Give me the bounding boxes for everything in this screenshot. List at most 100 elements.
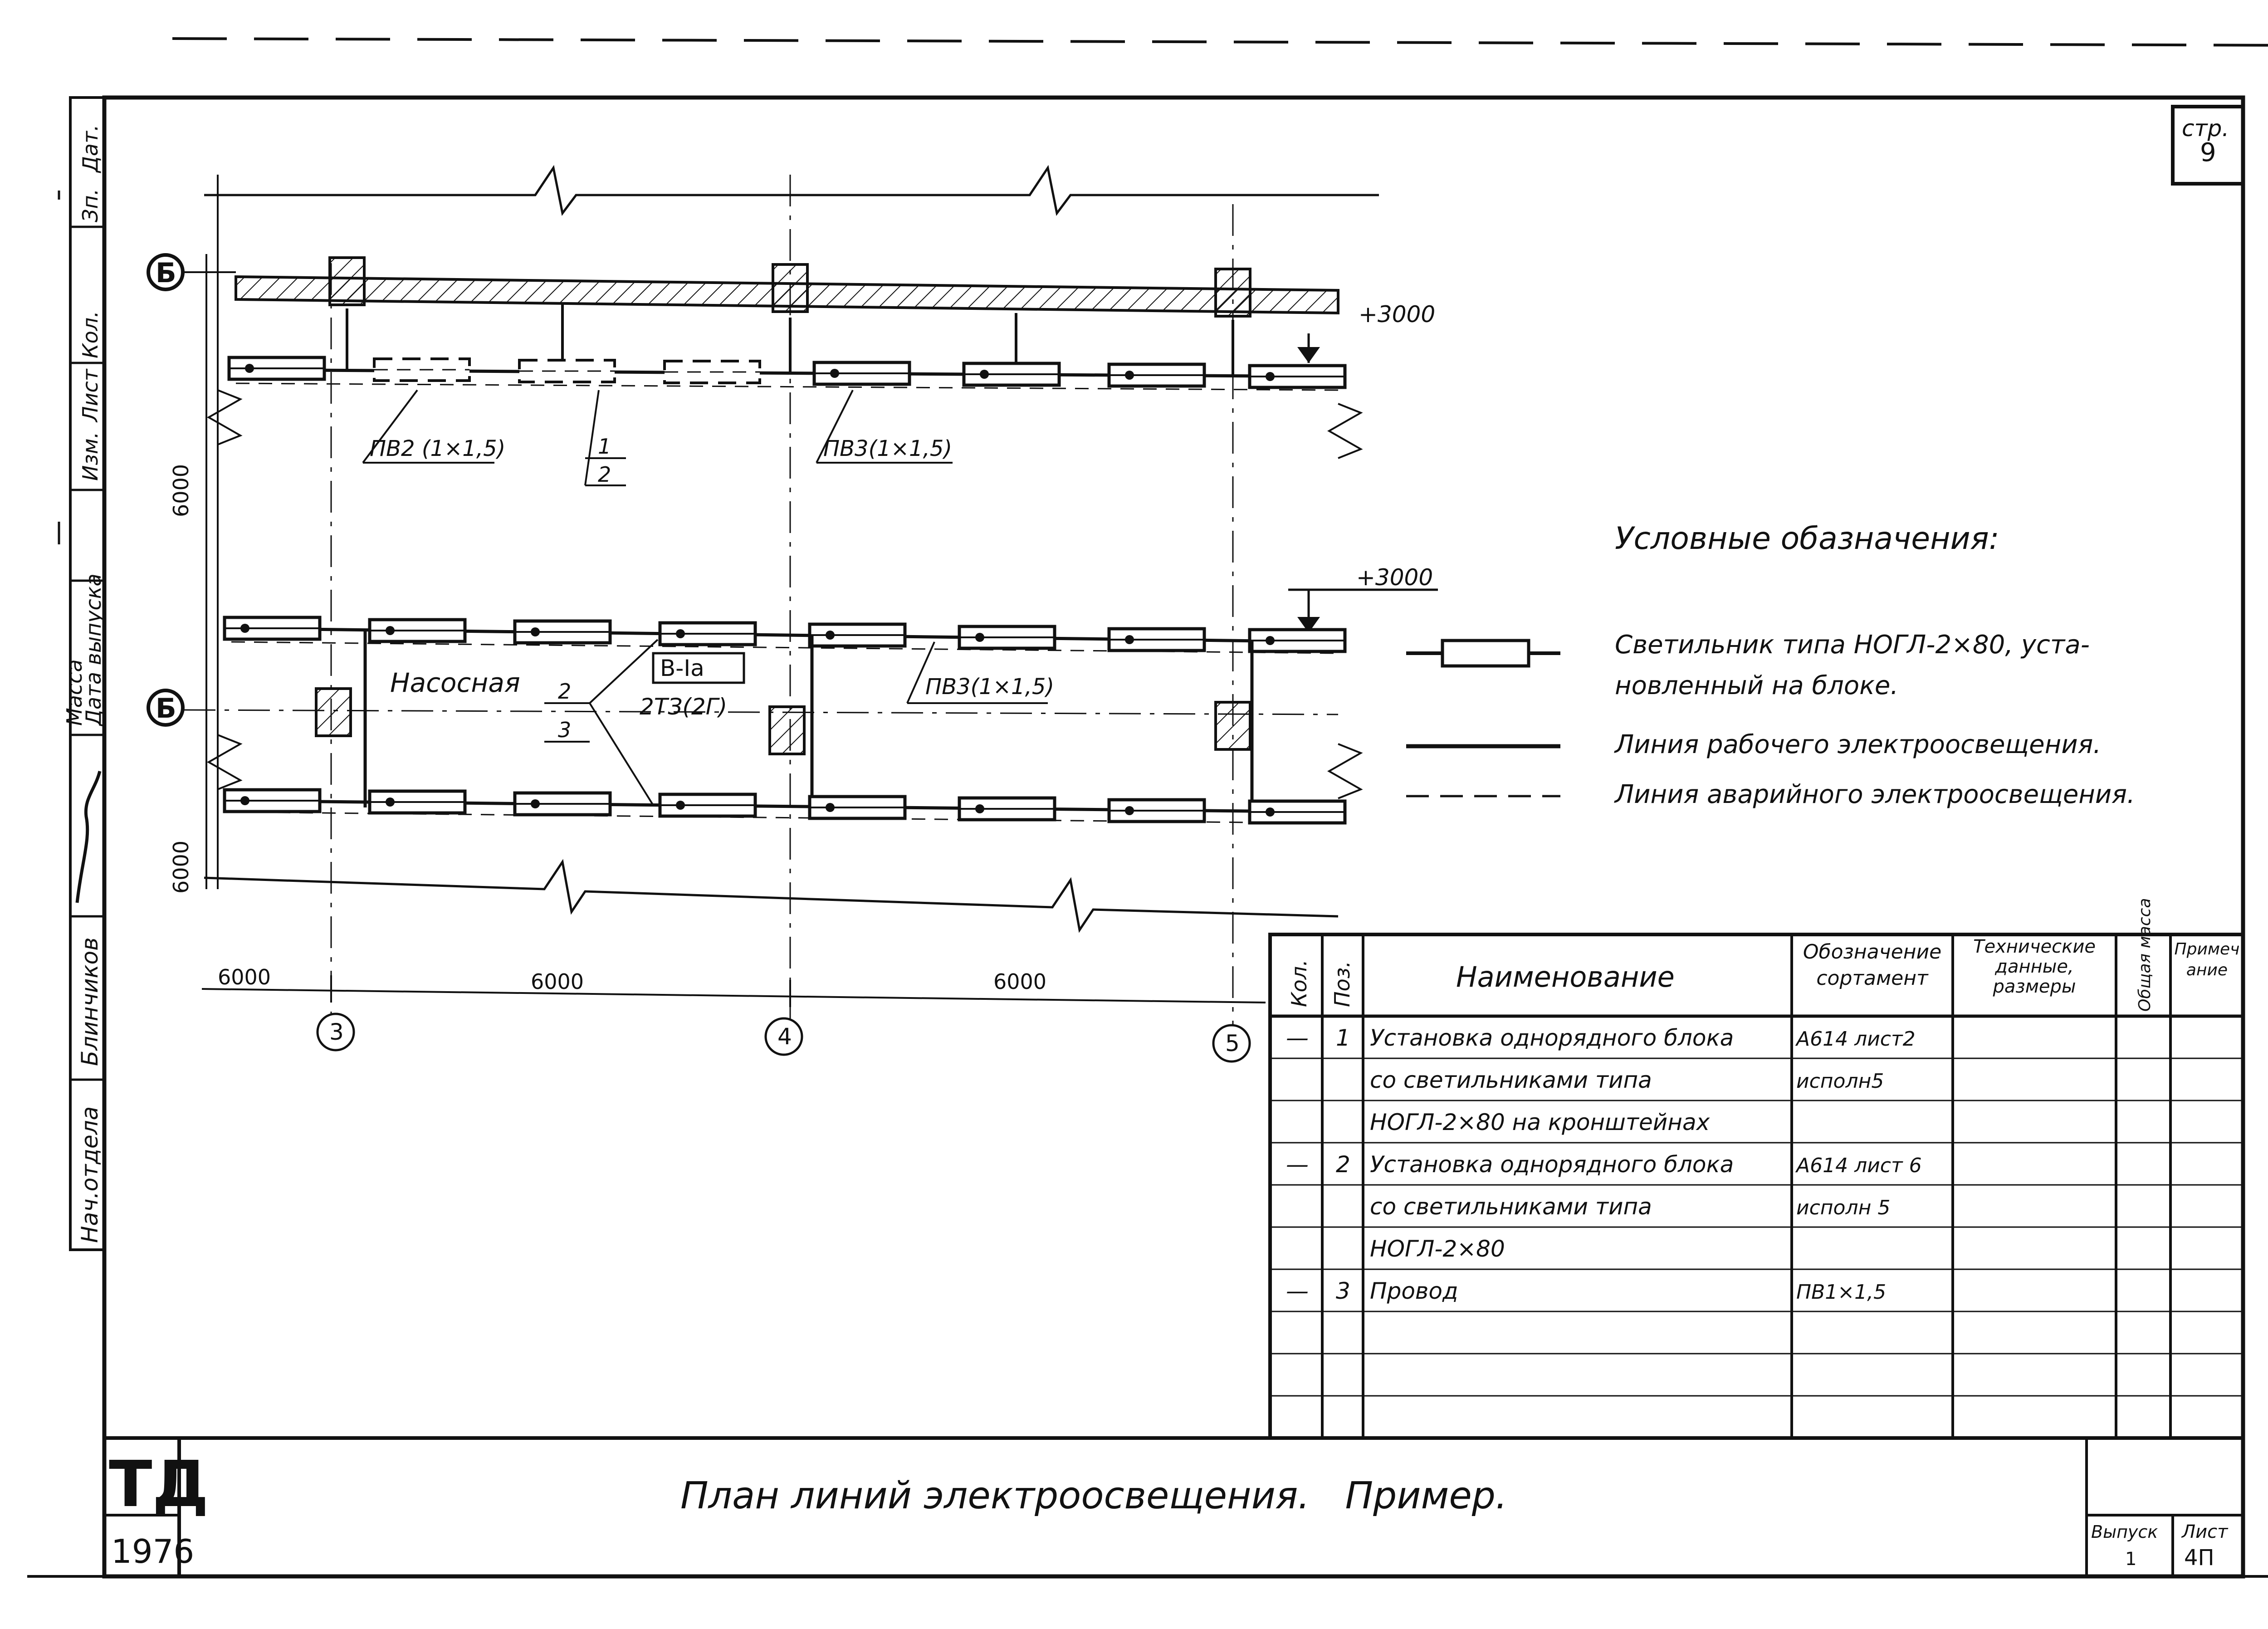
axis-column-4: 4 [777, 1023, 792, 1050]
fixture-low-4 [660, 794, 755, 816]
spec-cell-name: Провод [1370, 1278, 1458, 1304]
spec-cell-name: НОГЛ-2×80 [1370, 1236, 1505, 1262]
column-top-3 [330, 258, 364, 305]
spec-cell-designation: А614 лист 6 [1795, 1154, 1922, 1177]
spec-cell-name: Установка однорядного блока [1370, 1151, 1734, 1178]
sheet-number-box: стр. 9 [2171, 105, 2245, 186]
fixture-low-2 [370, 791, 465, 813]
spec-cell-pos: 2 [1336, 1151, 1350, 1178]
fixture-mid-1 [225, 617, 320, 639]
spec-cell-name: НОГЛ-2×80 на кронштейнах [1370, 1109, 1710, 1135]
spec-cell-pos: 3 [1336, 1278, 1350, 1304]
fixture-low-7 [1109, 800, 1204, 822]
stamp-field-rev: Изм. [78, 432, 103, 481]
drawing-title: План линий электроосвещения. Пример. [680, 1474, 1507, 1517]
stamp-field-qty: Кол. [78, 311, 103, 358]
axis-row-middle: Б [147, 689, 1339, 727]
legend-fixture-line-1: Светильник типа НОГЛ-2×80, уста- [1615, 630, 2090, 660]
fixture-mid-2 [370, 620, 465, 641]
column-mid-3 [316, 689, 351, 736]
floor-plan: Б +3000 ПВ [147, 165, 1438, 1063]
stamp-field-sheet: Лист [78, 368, 103, 423]
sheet-number: 9 [2200, 138, 2216, 167]
legend-fixture-line-2: новленный на блоке. [1615, 671, 1898, 700]
fixture-mid-8 [1250, 630, 1345, 651]
fixture-low-3 [515, 793, 610, 815]
fixture-mid-4 [660, 623, 755, 645]
series-year: 1976 [111, 1532, 194, 1570]
header-name: Наименование [1456, 960, 1675, 993]
spec-cell-qty: — [1286, 1025, 1309, 1051]
top-break-line [204, 165, 1379, 216]
column-mid-5 [1216, 702, 1250, 749]
stamp-field-head: Нач.отдела [77, 1106, 103, 1243]
callout-top-pos-2: 2 [598, 462, 611, 487]
spec-cell-name: Установка однорядного блока [1370, 1025, 1734, 1051]
stamp-field-name: Блинчиков [77, 937, 103, 1066]
row-span-bottom: 6000 [169, 841, 193, 894]
fixture-mid-3 [515, 621, 610, 643]
spec-cell-designation: исполн 5 [1796, 1196, 1890, 1219]
sheet-number-label: стр. [2182, 115, 2229, 142]
fixture-top-3 [519, 360, 615, 382]
column-mid-4 [770, 707, 804, 754]
spec-cell-designation: исполн5 [1796, 1070, 1884, 1093]
stamp-field-note: Зп. [78, 189, 103, 222]
level-mark-middle: +3000 [1356, 564, 1433, 591]
fixture-top-6 [964, 363, 1059, 385]
legend-emergency-text: Линия аварийного электроосвещения. [1614, 780, 2135, 809]
header-pos: Поз. [1330, 961, 1354, 1007]
spec-cell-name: со светильниками типа [1370, 1067, 1652, 1093]
fixture-top-5 [814, 362, 909, 384]
axis-row-label-top: Б [156, 257, 176, 289]
fixture-low-5 [810, 797, 905, 818]
room-class: В-Ia [660, 655, 704, 681]
header-mass: Общая масса [2136, 898, 2154, 1012]
stamp-field-date: Дата выпуска [81, 573, 106, 727]
spec-cell-qty: — [1286, 1278, 1309, 1304]
title-block: ТД 1976 План линий электроосвещения. При… [104, 1436, 2243, 1576]
spec-cell-name: со светильниками типа [1370, 1194, 1652, 1220]
fixture-low-1 [225, 790, 320, 812]
spec-table: Кол. Поз. Наименование Обозначение сорта… [1268, 898, 2245, 1440]
legend-title: Условные обазначения: [1615, 521, 1999, 557]
callout-top-pos-1: 1 [598, 434, 611, 459]
axis-column-5: 5 [1225, 1030, 1240, 1057]
level-mark-top: +3000 [1359, 301, 1435, 328]
axis-row-top: Б [147, 253, 236, 291]
fixture-top-1 [229, 357, 324, 379]
sheet-code: 4П [2184, 1545, 2214, 1570]
axis-column-3: 3 [329, 1019, 344, 1045]
header-designation: Обозначение сортамент [1803, 940, 1942, 990]
fixture-mid-6 [959, 626, 1055, 648]
fixture-top-2 [374, 359, 469, 381]
header-qty: Кол. [1287, 959, 1311, 1007]
side-stamp: Нач.отдела Блинчиков Масса Дата выпуска … [58, 96, 106, 1251]
series-code: ТД [109, 1448, 209, 1521]
room-fixture-ref: 2ТЗ(2Г) [640, 694, 727, 720]
room-name: Насосная [390, 667, 520, 698]
legend-working-text: Линия рабочего электроосвещения. [1614, 730, 2101, 759]
row-span-top: 6000 [169, 464, 193, 517]
callout-mid-pos-2: 2 [558, 679, 571, 704]
signature [75, 771, 102, 903]
span-2: 6000 [531, 969, 584, 994]
issue-number: 1 [2125, 1549, 2136, 1570]
room-outline [363, 631, 1254, 817]
header-note: Примечание [2174, 940, 2240, 979]
stamp-field-dat: Дат. [78, 124, 103, 173]
fixture-top-4 [665, 361, 760, 383]
spec-cell-designation: ПВ1×1,5 [1796, 1281, 1886, 1304]
callout-mid-wire: ПВ3(1×1,5) [925, 674, 1054, 700]
span-1: 6000 [218, 965, 271, 989]
fixture-low-8 [1250, 801, 1345, 823]
axis-row-label-middle: Б [156, 693, 176, 724]
callout-mid-pos-3: 3 [558, 718, 571, 742]
fixture-top-8 [1250, 366, 1345, 387]
fixture-mid-5 [810, 624, 905, 646]
fixture-low-6 [959, 798, 1055, 820]
issue-label: Выпуск [2091, 1522, 2158, 1542]
spec-cell-designation: А614 лист2 [1795, 1027, 1916, 1051]
